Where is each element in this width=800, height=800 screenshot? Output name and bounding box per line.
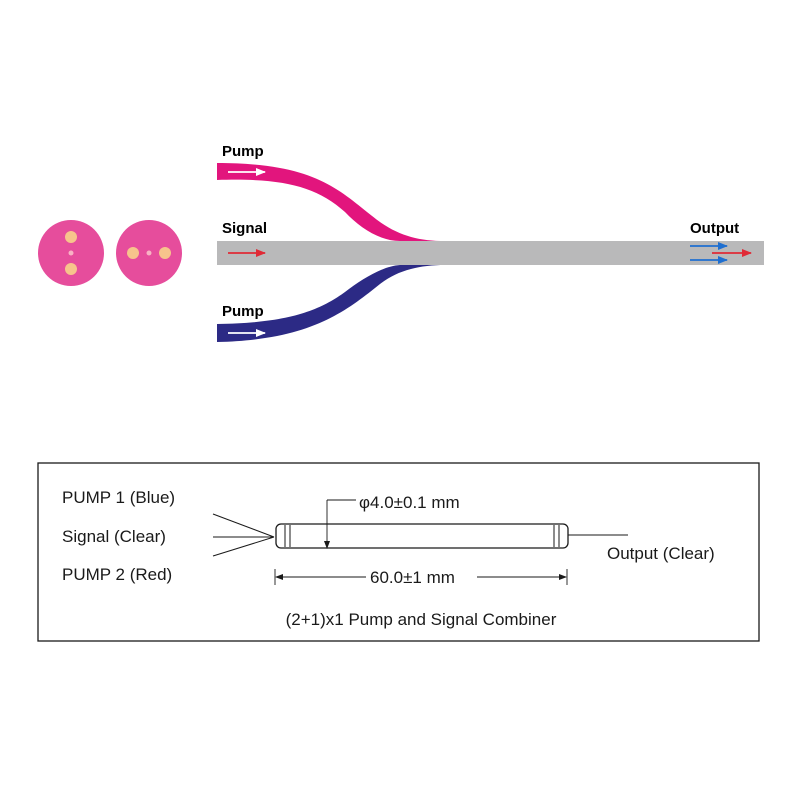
spec-frame bbox=[37, 462, 760, 642]
cross-section-horizontal bbox=[116, 220, 182, 286]
combiner-body bbox=[275, 523, 569, 549]
pump-fiber-top bbox=[217, 163, 445, 241]
diameter-dimension-label: φ4.0±0.1 mm bbox=[359, 493, 460, 512]
input-label-signal: Signal (Clear) bbox=[62, 527, 166, 546]
signal-fiber bbox=[217, 241, 764, 265]
input-fiber-lead bbox=[212, 536, 275, 557]
spec-caption: (2+1)x1 Pump and Signal Combiner bbox=[286, 610, 557, 629]
fiber-illustration: Pump Signal Pump Output bbox=[38, 143, 764, 342]
output-label: Output bbox=[690, 220, 739, 237]
output-fiber-label: Output (Clear) bbox=[607, 544, 715, 563]
length-dimension-label: 60.0±1 mm bbox=[370, 568, 455, 587]
pump-core-dot bbox=[65, 263, 77, 275]
pump-core-dot bbox=[127, 247, 139, 259]
input-fiber-lead bbox=[212, 513, 275, 538]
signal-core-dot bbox=[146, 250, 152, 256]
input-label-pump1: PUMP 1 (Blue) bbox=[62, 488, 175, 507]
pump-label-top: Pump bbox=[222, 143, 264, 160]
input-label-pump2: PUMP 2 (Red) bbox=[62, 565, 172, 584]
cross-section-vertical bbox=[38, 220, 104, 286]
pump-label-bottom: Pump bbox=[222, 303, 264, 320]
pump-core-dot bbox=[65, 231, 77, 243]
pump-fiber-bottom bbox=[217, 265, 445, 342]
combiner-spec-box: PUMP 1 (Blue) Signal (Clear) PUMP 2 (Red… bbox=[37, 462, 760, 642]
signal-label: Signal bbox=[222, 220, 267, 237]
pump-core-dot bbox=[159, 247, 171, 259]
signal-core-dot bbox=[68, 250, 74, 256]
